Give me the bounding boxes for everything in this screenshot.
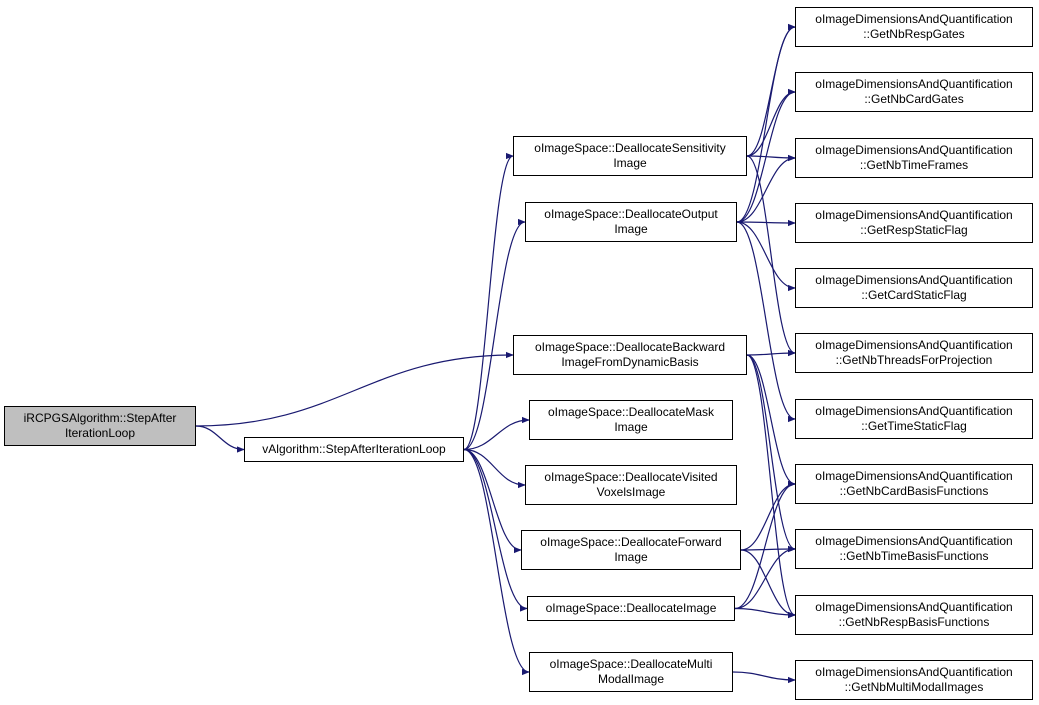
edge-sens-to-r6	[746, 155, 796, 357]
node-label-line: Image	[613, 156, 647, 170]
node-label-line: oImageSpace::DeallocateOutput	[544, 207, 718, 221]
node-label-line: ::GetNbRespBasisFunctions	[838, 615, 990, 629]
node-label-line: oImageDimensionsAndQuantification	[815, 208, 1013, 222]
node-label-line: oImageSpace::DeallocateForward	[540, 535, 722, 549]
edge-outp-to-r7	[736, 221, 796, 423]
edge-fwd-to-r9	[740, 545, 796, 553]
node-r8[interactable]: oImageDimensionsAndQuantification::GetNb…	[795, 464, 1033, 504]
node-r6[interactable]: oImageDimensionsAndQuantification::GetNb…	[795, 333, 1033, 373]
edge-back-to-r6	[746, 349, 796, 357]
edge-sens-to-r3	[746, 154, 796, 162]
node-label-line: oImageDimensionsAndQuantification	[815, 534, 1013, 548]
node-label-line: ImageFromDynamicBasis	[561, 355, 699, 369]
node-label-line: oImageDimensionsAndQuantification	[815, 273, 1013, 287]
edge-outp-to-r1	[736, 23, 796, 223]
edge-back-to-r9	[746, 354, 796, 553]
edge-multi-to-r11	[732, 671, 796, 684]
node-label-line: oImageDimensionsAndQuantification	[815, 12, 1013, 26]
node-label-line: ::GetNbCardGates	[864, 92, 964, 106]
node-label-line: VoxelsImage	[596, 485, 666, 499]
node-label-line: Image	[614, 420, 648, 434]
node-r1[interactable]: oImageDimensionsAndQuantification::GetNb…	[795, 7, 1033, 47]
node-label-line: oImageDimensionsAndQuantification	[815, 469, 1013, 483]
edge-outp-to-r3	[736, 154, 796, 223]
edge-root-to-back	[195, 351, 514, 427]
node-r3[interactable]: oImageDimensionsAndQuantification::GetNb…	[795, 138, 1033, 178]
edge-img-to-r8	[734, 480, 796, 610]
node-r9[interactable]: oImageDimensionsAndQuantification::GetNb…	[795, 529, 1033, 569]
node-label-line: ::GetNbCardBasisFunctions	[839, 484, 989, 498]
node-label-line: oImageDimensionsAndQuantification	[815, 404, 1013, 418]
node-r5[interactable]: oImageDimensionsAndQuantification::GetCa…	[795, 268, 1033, 308]
node-label-line: Image	[614, 222, 648, 236]
node-label-line: oImageSpace::DeallocateImage	[545, 601, 717, 615]
edge-back-to-r10	[746, 354, 796, 619]
edge-sens-to-r2	[746, 88, 796, 157]
edge-img-to-r10	[734, 607, 796, 619]
node-label-line: ::GetCardStaticFlag	[861, 288, 967, 302]
edge-back-to-r8	[746, 354, 796, 488]
node-label-line: oImageDimensionsAndQuantification	[815, 77, 1013, 91]
node-label-line: oImageSpace::DeallocateSensitivity	[534, 141, 726, 155]
node-label-line: oImageDimensionsAndQuantification	[815, 143, 1013, 157]
node-r11[interactable]: oImageDimensionsAndQuantification::GetNb…	[795, 660, 1033, 700]
node-r4[interactable]: oImageDimensionsAndQuantification::GetRe…	[795, 203, 1033, 243]
node-label-line: ModalImage	[597, 672, 665, 686]
edge-fwd-to-r10	[740, 549, 796, 619]
edge-valgo-to-multi	[463, 448, 530, 676]
edge-valgo-to-outp	[463, 218, 526, 451]
node-label-line: ::GetNbThreadsForProjection	[835, 353, 993, 367]
node-label-line: Image	[614, 550, 648, 564]
node-label-line: oImageSpace::DeallocateMulti	[549, 657, 713, 671]
node-r2[interactable]: oImageDimensionsAndQuantification::GetNb…	[795, 72, 1033, 112]
edge-valgo-to-sens	[463, 152, 514, 451]
node-label-line: ::GetTimeStaticFlag	[861, 419, 967, 433]
node-label-line: oImageSpace::DeallocateBackward	[534, 340, 726, 354]
edge-img-to-r9	[734, 545, 796, 610]
node-label-line: vAlgorithm::StepAfterIterationLoop	[262, 442, 446, 456]
node-label-line: oImageDimensionsAndQuantification	[815, 600, 1013, 614]
edge-root-to-valgo	[195, 425, 245, 453]
node-label-line: ::GetRespStaticFlag	[860, 223, 968, 237]
node-r7[interactable]: oImageDimensionsAndQuantification::GetTi…	[795, 399, 1033, 439]
node-label-line: oImageDimensionsAndQuantification	[815, 338, 1013, 352]
edges-layer	[195, 23, 796, 684]
node-label-line: ::GetNbTimeFrames	[859, 158, 969, 172]
node-valgo[interactable]: vAlgorithm::StepAfterIterationLoop	[244, 437, 464, 462]
node-label-line: ::GetNbMultiModalImages	[844, 680, 984, 694]
node-label-line: ::GetNbRespGates	[863, 27, 965, 41]
edge-outp-to-r4	[736, 219, 796, 227]
edge-outp-to-r2	[736, 88, 796, 223]
node-label-line: oImageSpace::DeallocateMask	[547, 405, 715, 419]
node-label-line: ::GetNbTimeBasisFunctions	[839, 549, 989, 563]
node-r10[interactable]: oImageDimensionsAndQuantification::GetNb…	[795, 595, 1033, 635]
edge-valgo-to-img	[463, 448, 528, 612]
edge-valgo-to-visit	[463, 448, 526, 489]
node-label-line: oImageSpace::DeallocateVisited	[544, 470, 718, 484]
edge-outp-to-r5	[736, 221, 796, 292]
node-label-line: oImageDimensionsAndQuantification	[815, 665, 1013, 679]
edge-valgo-to-mask	[463, 416, 530, 451]
node-img[interactable]: oImageSpace::DeallocateImage	[527, 596, 735, 621]
node-label-line: iRCPGSAlgorithm::StepAfter	[23, 411, 177, 425]
node-label-line: IterationLoop	[64, 426, 136, 440]
